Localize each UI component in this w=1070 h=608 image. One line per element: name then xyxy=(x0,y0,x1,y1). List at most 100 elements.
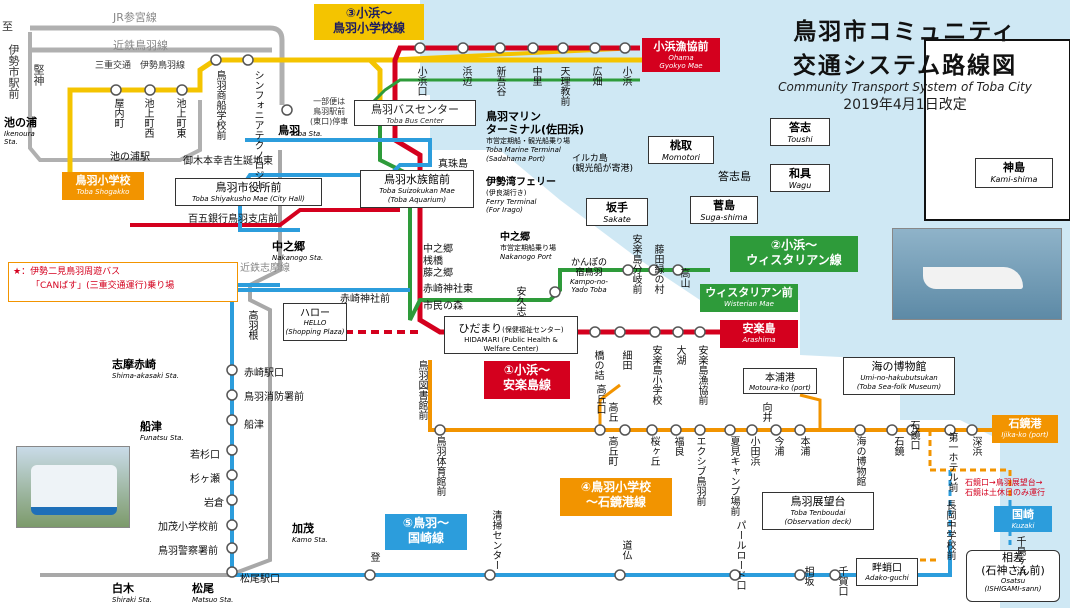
stop-label: 高丘町 xyxy=(606,436,617,466)
hub-marine-ja: 鳥羽マリン ターミナル(佐田浜) xyxy=(486,110,585,136)
hub-tenbodai-en: Toba Tenboudai (Observation deck) xyxy=(784,509,852,526)
stop-label: 鳥羽商船学校前 xyxy=(214,70,225,140)
stop-marker xyxy=(110,84,122,96)
stop-marker xyxy=(886,424,898,436)
stop-label: 清掃センター xyxy=(490,510,501,570)
rail-kamo: 加茂 Kamo Sta. xyxy=(292,520,328,544)
sanco-label: 三重交通 伊勢鳥羽線 xyxy=(95,61,186,71)
hub-hidamari-sub: (保健福祉センター) xyxy=(502,326,564,334)
jr-label: JR参宮線 xyxy=(113,11,157,24)
hub-marine-sub: 市営定期船・観光船乗り場 xyxy=(486,137,570,145)
stop-label: 道仏 xyxy=(620,540,631,560)
stop-label: 中里 xyxy=(530,66,541,86)
stop-label: 鳥羽消防署前 xyxy=(244,392,304,403)
terminal-ohama-en: Ohama Gyokyo Mae xyxy=(659,54,703,70)
ferry-shape xyxy=(923,267,1023,289)
stop-marker xyxy=(649,326,661,338)
stop-marker xyxy=(829,569,841,581)
route-2-label: ②小浜～ ウィスタリアン線 xyxy=(730,236,858,272)
title-date: 2019年4月1日改定 xyxy=(843,97,967,113)
map-title: 鳥羽市コミュニティ 交通システム路線図 Community Transport … xyxy=(740,12,1070,114)
stop-marker xyxy=(176,84,188,96)
ferry-photo xyxy=(892,228,1062,320)
stop-marker xyxy=(854,424,866,436)
rail-matsuo-en: Matsuo Sta. xyxy=(192,596,234,604)
island-momotori-en: Momotori xyxy=(661,153,701,162)
island-momotori-ja: 桃取 xyxy=(670,139,692,152)
island-momotori: 桃取 Momotori xyxy=(648,136,714,164)
stop-label: 安楽島小学校 xyxy=(650,345,661,405)
stop-marker xyxy=(906,424,918,436)
island-sakate: 坂手 Sakate xyxy=(586,198,648,226)
stop-label: 今浦 xyxy=(772,436,783,456)
hub-bus-center: 鳥羽バスセンター Toba Bus Center xyxy=(354,100,476,126)
legend-box: ★：伊勢二見鳥羽周遊バス 「CANばす」(三重交通運行)乗り場 xyxy=(8,262,238,302)
rail-kamo-ja: 加茂 xyxy=(292,522,314,535)
rail-shiraki-ja: 白木 xyxy=(112,582,134,595)
island-wagu-ja: 和具 xyxy=(789,167,811,180)
rail-funatsu-ja: 船津 xyxy=(140,420,162,433)
sanco-rail xyxy=(28,32,202,162)
terminal-shogakko-ja: 鳥羽小学校 xyxy=(75,174,131,187)
stop-label: 第一ホテル前 xyxy=(946,432,957,492)
stop-label: 大湖 xyxy=(674,345,685,365)
hub-osatsu-en: Osatsu (ISHIGAMI-sann) xyxy=(984,577,1042,593)
stop-label: 安久志 xyxy=(514,286,525,316)
hub-adakoguchi: 畔蛸口 Adako-guchi xyxy=(856,558,918,586)
stop-label: 石鏡口 xyxy=(908,420,919,450)
hub-kanpo-ja: かんぽの 宿鳥羽 xyxy=(570,258,607,278)
stop-marker xyxy=(770,424,782,436)
stop-label: 福良 xyxy=(672,436,683,456)
island-sugashima: 菅島 Suga-shima xyxy=(690,196,758,224)
rail-matsuo-ja: 松尾 xyxy=(192,582,214,595)
island-sugashima-en: Suga-shima xyxy=(700,213,748,222)
island-wagu: 和具 Wagu xyxy=(770,164,830,192)
legend-line2: 「CANばす」(三重交通運行)乗り場 xyxy=(31,281,175,291)
stop-marker xyxy=(549,286,561,298)
island-wagu-en: Wagu xyxy=(788,181,812,190)
stop-label: 百五銀行鳥羽支店前 xyxy=(188,214,278,225)
rail-ikenoura: 池の浦 Ikenoura Sta. xyxy=(4,114,37,146)
stop-marker xyxy=(527,42,539,54)
stop-markers xyxy=(110,42,978,581)
route-1-line xyxy=(392,45,720,335)
route-2-line xyxy=(378,110,710,321)
route-4-label: ④鳥羽小学校 ～石鏡港線 xyxy=(560,478,672,516)
island-kamishima: 神島 Kami-shima xyxy=(975,158,1053,188)
hub-shiyakusho-en: Toba Shiyakusho Mae (City Hall) xyxy=(192,195,305,203)
stop-label: 池上町東 xyxy=(174,98,185,138)
stop-marker xyxy=(226,519,238,531)
terminal-arashima: 安楽島 Arashima xyxy=(720,320,798,348)
stop-takane: 高羽根 xyxy=(246,310,257,340)
hub-hidamari-ja: ひだまり xyxy=(458,322,503,335)
stop-label: 夏見キャンプ場前 xyxy=(728,436,739,516)
hub-kanpo: かんぽの 宿鳥羽 Kampo-no- Yado Toba xyxy=(570,258,608,294)
terminal-kuzaki-en: Kuzaki xyxy=(1011,522,1035,530)
stop-marker xyxy=(594,424,606,436)
rail-ikenoura-en: Ikenoura Sta. xyxy=(4,130,35,146)
stop-marker xyxy=(619,42,631,54)
rail-nakanogo: 中之郷 Nakanogo Sta. xyxy=(272,238,323,262)
stop-marker xyxy=(622,264,634,276)
stop-marker xyxy=(281,104,293,116)
title-line1: 鳥羽市コミュニティ xyxy=(793,19,1017,45)
stop-label: 中之郷 xyxy=(423,244,453,255)
stop-label: 石鏡 xyxy=(892,436,903,456)
stop-marker xyxy=(589,326,601,338)
hub-motoura-ja: 本浦港 xyxy=(765,373,795,384)
rail-shimaakasaki-ja: 志摩赤崎 xyxy=(112,358,156,371)
stop-marker xyxy=(746,424,758,436)
terminal-shogakko-en: Toba Shogakko xyxy=(76,188,130,196)
island-toshijima-label: 答志島 xyxy=(718,170,751,183)
to-label: 至 xyxy=(2,20,13,33)
stop-marker xyxy=(226,542,238,554)
stop-marker xyxy=(619,424,631,436)
hub-umi-museum: 海の博物館 Umi-no-hakubutsukan (Toba Sea-folk… xyxy=(843,357,955,395)
stop-marker xyxy=(434,424,446,436)
hub-hello: ハロー HELLO (Shopping Plaza) xyxy=(283,303,347,341)
terminal-wisterian-en: Wisterian Mae xyxy=(724,300,774,308)
rail-shiraki-en: Shiraki Sta. xyxy=(112,596,152,604)
stop-marker xyxy=(494,42,506,54)
stop-label: 藤之郷 xyxy=(423,268,453,279)
